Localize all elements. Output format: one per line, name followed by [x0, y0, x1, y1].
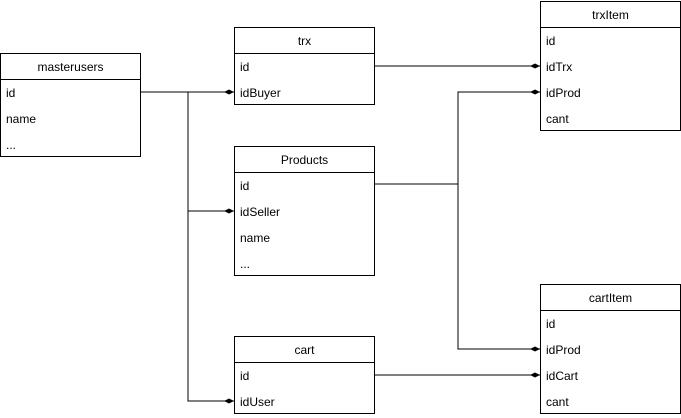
field-idseller: idSeller: [240, 205, 281, 219]
field-id: id: [240, 179, 250, 193]
field-idprod: idProd: [546, 86, 581, 100]
field-id: id: [240, 369, 250, 383]
field-name: name: [240, 231, 271, 245]
relation-end-trxitem-idprod: [530, 89, 540, 95]
connector-products-cartitem: [457, 184, 540, 350]
connector-masterusers-cart: [187, 211, 234, 402]
field-idprod: idProd: [546, 343, 581, 357]
entity-cartitem[interactable]: cartItem id idProd idCart cant: [540, 284, 681, 414]
field-idcart: idCart: [546, 369, 579, 383]
field-id: id: [546, 317, 556, 331]
entity-title: Products: [235, 147, 374, 173]
field-id: id: [240, 60, 250, 74]
relation-end-products-idseller: [224, 208, 234, 214]
field-id: id: [546, 34, 556, 48]
entity-masterusers[interactable]: masterusers id name ...: [0, 53, 141, 157]
relation-end-trx-idbuyer: [224, 89, 234, 95]
entity-title: trx: [235, 28, 374, 54]
entity-title: trxItem: [541, 2, 680, 28]
field-more: ...: [240, 257, 251, 271]
field-iduser: idUser: [240, 395, 275, 409]
field-cant: cant: [546, 112, 569, 126]
entity-cart[interactable]: cart id idUser: [234, 336, 375, 414]
entity-trx[interactable]: trx id idBuyer: [234, 27, 375, 105]
field-idtrx: idTrx: [546, 60, 573, 74]
relation-end-cartitem-idcart: [530, 372, 540, 378]
entity-title: masterusers: [1, 54, 140, 80]
entity-trxitem[interactable]: trxItem id idTrx idProd cant: [540, 1, 681, 131]
field-idbuyer: idBuyer: [240, 86, 281, 100]
entity-title: cart: [235, 337, 374, 363]
entity-title: cartItem: [541, 285, 680, 311]
field-cant: cant: [546, 395, 569, 409]
field-more: ...: [6, 138, 17, 152]
field-id: id: [6, 86, 16, 100]
connector-masterusers-products: [187, 92, 234, 212]
entity-products[interactable]: Products id idSeller name ...: [234, 146, 375, 276]
field-name: name: [6, 112, 37, 126]
relation-end-trxitem-idtrx: [530, 63, 540, 69]
relation-end-cartitem-idprod: [530, 346, 540, 352]
relation-end-cart-iduser: [224, 398, 234, 404]
connector-products-trxitem: [374, 91, 540, 185]
